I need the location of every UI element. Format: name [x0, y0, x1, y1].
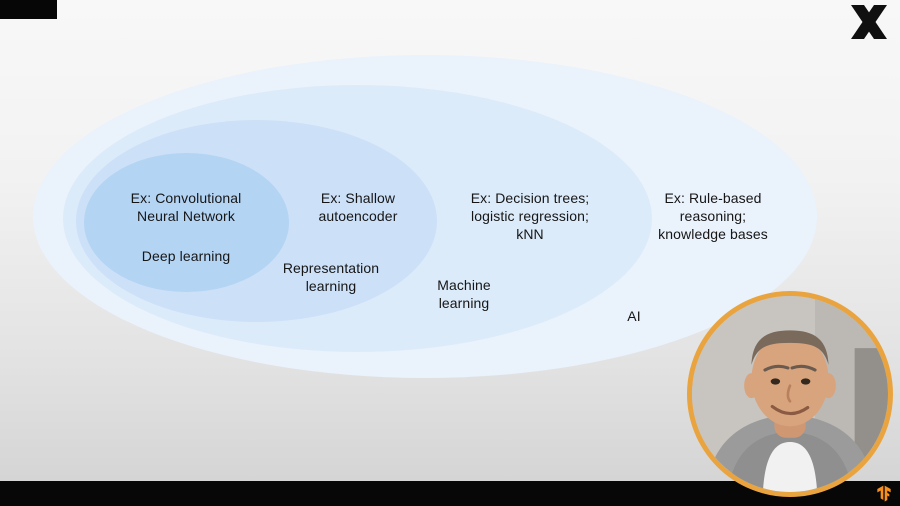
representation-learning-label: Representation learning — [282, 260, 380, 294]
letterbox-corner — [0, 0, 57, 19]
deep-learning-ellipse — [84, 153, 289, 292]
tensorflow-icon — [876, 485, 892, 502]
machine-learning-example: Ex: Decision trees; logistic regression;… — [470, 190, 590, 242]
ai-label: AI — [627, 308, 641, 324]
machine-learning-label: Machine learning — [437, 277, 491, 311]
deep-learning-label: Deep learning — [141, 248, 231, 264]
representation-learning-example: Ex: Shallow autoencoder — [318, 190, 398, 224]
x-logo-icon — [849, 5, 889, 39]
ai-example: Ex: Rule-based reasoning; knowledge base… — [658, 190, 768, 242]
webcam-overlay — [687, 291, 893, 497]
presenter-portrait — [692, 296, 888, 492]
deep-learning-example: Ex: Convolutional Neural Network — [130, 190, 242, 224]
